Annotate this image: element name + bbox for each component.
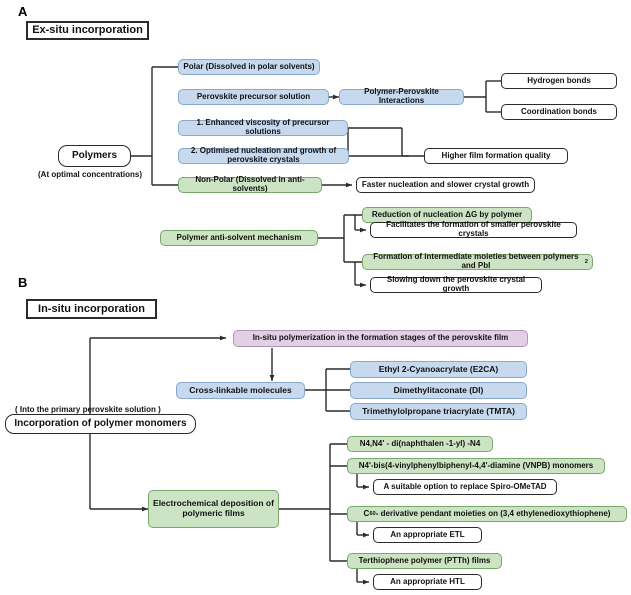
node-polymer-perovskite-interactions: Polymer-Perovskite Interactions bbox=[339, 87, 464, 105]
node-appropriate-htl: An appropriate HTL bbox=[373, 574, 482, 590]
pbi2-subscript: 2 bbox=[584, 258, 588, 265]
node-in-situ-polymerization: In-situ polymerization in the formation … bbox=[233, 330, 528, 347]
node-slowing-crystal-growth: Slowing down the perovskite crystal grow… bbox=[370, 275, 542, 293]
c60-text: C bbox=[363, 508, 370, 518]
node-smaller-perovskite-crystals: Facilitates the formation of smaller per… bbox=[370, 220, 577, 238]
incorporation-caption: ( Into the primary perovskite solution ) bbox=[15, 405, 161, 414]
node-faster-nucleation: Faster nucleation and slower crystal gro… bbox=[356, 177, 535, 193]
node-vnpb: N4'-bis(4-vinylphenylbiphenyl-4,4'-diami… bbox=[347, 458, 605, 474]
panel-a-letter: A bbox=[18, 4, 28, 19]
panel-a-header: Ex-situ incorporation bbox=[26, 21, 149, 40]
panel-b-header: In-situ incorporation bbox=[26, 299, 157, 319]
node-tmta: Trimethylolpropane triacrylate (TMTA) bbox=[350, 403, 527, 420]
node-electrochemical-deposition: Electrochemical deposition of polymeric … bbox=[148, 490, 279, 528]
node-optimised-nucleation-growth: 2. Optimised nucleation and growth of pe… bbox=[178, 146, 349, 164]
node-replace-spiro-ometad: A suitable option to replace Spiro-OMeTA… bbox=[373, 479, 557, 495]
node-coordination-bonds: Coordination bonds bbox=[501, 104, 617, 120]
node-higher-film-formation-quality: Higher film formation quality bbox=[424, 148, 568, 164]
node-ptth-films: Terthiophene polymer (PTTh) films bbox=[347, 553, 502, 569]
node-appropriate-etl: An appropriate ETL bbox=[373, 527, 482, 543]
node-polymers: Polymers bbox=[58, 145, 131, 167]
node-non-polar: Non-Polar (Dissolved in anti-solvents) bbox=[178, 175, 322, 193]
node-e2ca: Ethyl 2-Cyanoacrylate (E2CA) bbox=[350, 361, 527, 378]
node-hydrogen-bonds: Hydrogen bonds bbox=[501, 73, 617, 89]
c60-subscript: 60 bbox=[369, 510, 376, 517]
c60-text-rest: - derivative pendant moieties on (3,4 et… bbox=[375, 508, 611, 518]
node-intermediate-moieties: Formation of intermediate moieties betwe… bbox=[362, 252, 593, 270]
node-enhanced-viscosity: 1. Enhanced viscosity of precursor solut… bbox=[178, 118, 348, 136]
node-incorporation-polymer-monomers: Incorporation of polymer monomers bbox=[5, 414, 196, 434]
node-di: Dimethylitaconate (DI) bbox=[350, 382, 527, 399]
node-polar: Polar (Dissolved in polar solvents) bbox=[178, 59, 320, 75]
node-n4: N4,N4' - di(naphthalen -1-yl) -N4 bbox=[347, 436, 493, 452]
polymers-caption: (At optimal concentrations) bbox=[38, 170, 143, 179]
node-perovskite-precursor-solution: Perovskite precursor solution bbox=[178, 89, 329, 105]
node-anti-solvent-mechanism: Polymer anti-solvent mechanism bbox=[160, 230, 318, 246]
panel-b-letter: B bbox=[18, 275, 28, 290]
node-cross-linkable-molecules: Cross-linkable molecules bbox=[176, 382, 305, 399]
intermediate-moieties-text: Formation of intermediate moieties betwe… bbox=[373, 252, 579, 270]
